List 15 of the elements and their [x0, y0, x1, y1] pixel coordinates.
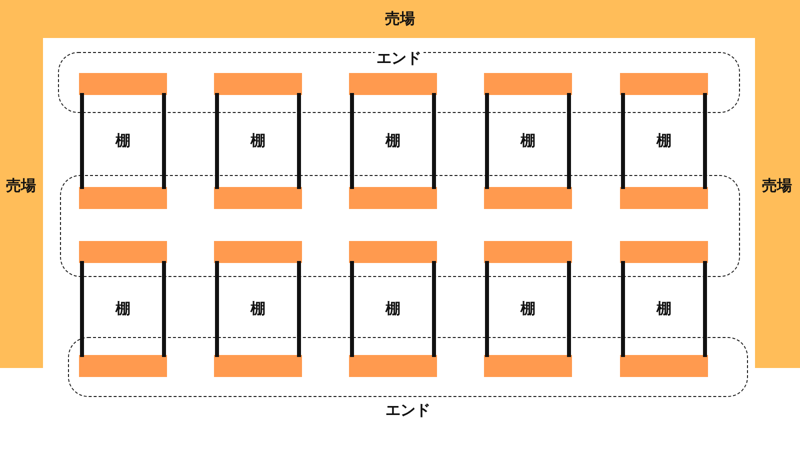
- area-label: 売場: [6, 178, 36, 194]
- shelf-label: 棚: [250, 134, 266, 148]
- zone-label: エンド: [384, 403, 432, 418]
- shelf-label: 棚: [116, 302, 130, 316]
- shelf-label: 棚: [520, 134, 536, 148]
- shelf-label: 棚: [250, 302, 266, 316]
- shelf-label: 棚: [656, 134, 672, 148]
- shelf-label: 棚: [656, 302, 672, 316]
- shelf-label: 棚: [386, 134, 400, 148]
- zone-label: エンド: [374, 51, 424, 66]
- area-label: 売場: [385, 12, 415, 26]
- shelf-label: 棚: [520, 302, 536, 316]
- area-label: 売場: [762, 178, 792, 194]
- shelf-label: 棚: [116, 134, 130, 148]
- shelf-label: 棚: [386, 302, 400, 316]
